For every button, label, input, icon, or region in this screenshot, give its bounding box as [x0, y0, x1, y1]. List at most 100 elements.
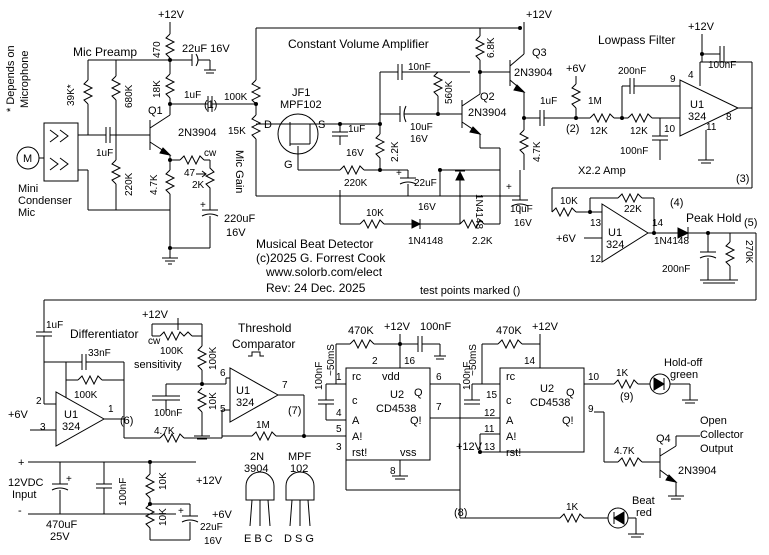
label-270k: 270K: [743, 240, 754, 264]
opamp-u1-diff: [55, 391, 106, 447]
resistor-39k: [82, 60, 94, 135]
label-u1-d: U1: [236, 385, 250, 397]
label-680k: 680K: [124, 84, 135, 108]
svg-text:M: M: [23, 153, 32, 165]
v6-ps: +6V: [212, 509, 233, 521]
pin-8a: 8: [726, 112, 732, 123]
label-18k: 18K: [152, 80, 163, 98]
label-4k7-a: 4.7K: [149, 174, 160, 195]
label-d: D: [264, 119, 272, 131]
plus-c: +: [506, 182, 512, 193]
pin-11-u2b: 11: [484, 424, 495, 435]
jfet-jf1: [256, 113, 340, 170]
pin-8-u2a: 8: [390, 466, 396, 477]
v12-sens: +12V: [142, 309, 169, 321]
u2b-type: CD4538: [530, 397, 570, 409]
u2a-rc: rc: [352, 371, 362, 383]
u2a-abar: A!: [352, 431, 362, 443]
pin-4-u2a: 4: [336, 408, 342, 419]
pin-13: 13: [590, 218, 602, 229]
label-324-d: 324: [236, 397, 254, 409]
label-100nf-sens: 100nF: [154, 408, 182, 419]
const-vol-title: Constant Volume Amplifier: [288, 37, 429, 51]
pkg-3904: 3904: [244, 463, 268, 475]
pin-9a: 9: [670, 74, 676, 85]
opamp-u1-amp: [601, 203, 649, 263]
u2a-rst: rst!: [352, 447, 367, 459]
threshold-title-1: Threshold: [238, 321, 291, 335]
pin-12: 12: [590, 254, 602, 265]
label-1n4148-c: 1N4148: [654, 236, 689, 247]
pin-13-u2b: 13: [484, 442, 496, 453]
oc-title-1: Open: [700, 415, 727, 427]
u2a-vss: vss: [400, 447, 417, 459]
lowpass-title: Lowpass Filter: [598, 33, 675, 47]
v6-diff: +6V: [8, 409, 29, 421]
beat-title-1: Beat: [632, 495, 655, 507]
label-470: 470: [152, 41, 163, 58]
title-line-1: Musical Beat Detector: [256, 237, 373, 251]
u2b-rc: rc: [506, 371, 516, 383]
label-10k-ps1: 10K: [158, 472, 169, 490]
v12-u2b: +12V: [532, 321, 559, 333]
label-10uf-b: 10uF: [510, 204, 533, 215]
resistor-680k: [110, 60, 122, 135]
plus-a: +: [200, 200, 206, 211]
tp-9: (9): [620, 391, 633, 403]
tp-1: (1): [204, 99, 217, 111]
u2b-abar: A!: [506, 431, 516, 443]
v12-u2a: +12V: [384, 321, 411, 333]
tp-5: (5): [744, 217, 757, 229]
pkg-2n: 2N: [250, 451, 264, 463]
label-324-a: 324: [688, 111, 706, 123]
pin-2-u2a: 2: [372, 356, 378, 367]
tp-6: (6): [120, 415, 133, 427]
label-22uf-ps: 22uF: [200, 522, 223, 533]
pin-11a: 11: [706, 122, 717, 133]
pkg-dsg: D S G: [284, 533, 314, 545]
label-220k-a: 220K: [124, 172, 135, 196]
pin-5-u2a: 5: [336, 424, 342, 435]
label-q2-type: 2N3904: [468, 107, 507, 119]
label-q3: Q3: [532, 47, 547, 59]
label-1uf-e: 1uF: [46, 320, 63, 331]
tp-4: (4): [670, 197, 683, 209]
label-10k-a: 10K: [366, 208, 384, 219]
package-2n3904: [245, 471, 275, 527]
holdoff-title-1: Hold-off: [664, 357, 703, 369]
label-16v-b: 16V: [346, 148, 364, 159]
label-10k-ps2: 10K: [158, 508, 169, 526]
label-q3-type: 2N3904: [514, 67, 553, 79]
label-47: 47: [184, 168, 196, 179]
pin-7: 7: [282, 380, 288, 391]
oc-title-3: Output: [700, 443, 733, 455]
package-mpf102: [285, 471, 315, 527]
opamp-u1-lowpass: [679, 79, 740, 137]
u2b-qbar: Q!: [562, 415, 574, 427]
label-1n4148-b: 1N4148: [408, 236, 443, 247]
pin-9-u2b: 9: [588, 404, 594, 415]
title-line-2: (c)2025 G. Forrest Cook: [256, 251, 386, 265]
pin-3: 3: [40, 422, 46, 433]
label-100k-d: 100K: [208, 346, 219, 370]
label-s: S: [318, 119, 325, 131]
input-title-1: 12VDC: [8, 477, 44, 489]
label-324-b: 324: [606, 239, 624, 251]
label-12k-a: 12K: [590, 126, 608, 137]
u2a-label: U2: [390, 389, 404, 401]
label-16v-a: 16V: [226, 227, 246, 239]
holdoff-title-2: green: [670, 369, 698, 381]
label-100nf-lp: 100nF: [620, 146, 648, 157]
label-324-c: 324: [62, 421, 80, 433]
label-2k2-b: 2.2K: [472, 236, 493, 247]
label-g: G: [284, 159, 293, 171]
tp-3: (3): [736, 173, 749, 185]
label-33nf: 33nF: [88, 348, 111, 359]
title-line-3: www.solorb.com/elect: [265, 265, 383, 279]
pin-14: 14: [652, 218, 664, 229]
v12-u2b-in: +12V: [456, 441, 483, 453]
label-220k-b: 220K: [344, 178, 368, 189]
u2b-a: A: [506, 415, 514, 427]
pin-4a: 4: [688, 70, 694, 81]
label-q4: Q4: [656, 433, 671, 445]
